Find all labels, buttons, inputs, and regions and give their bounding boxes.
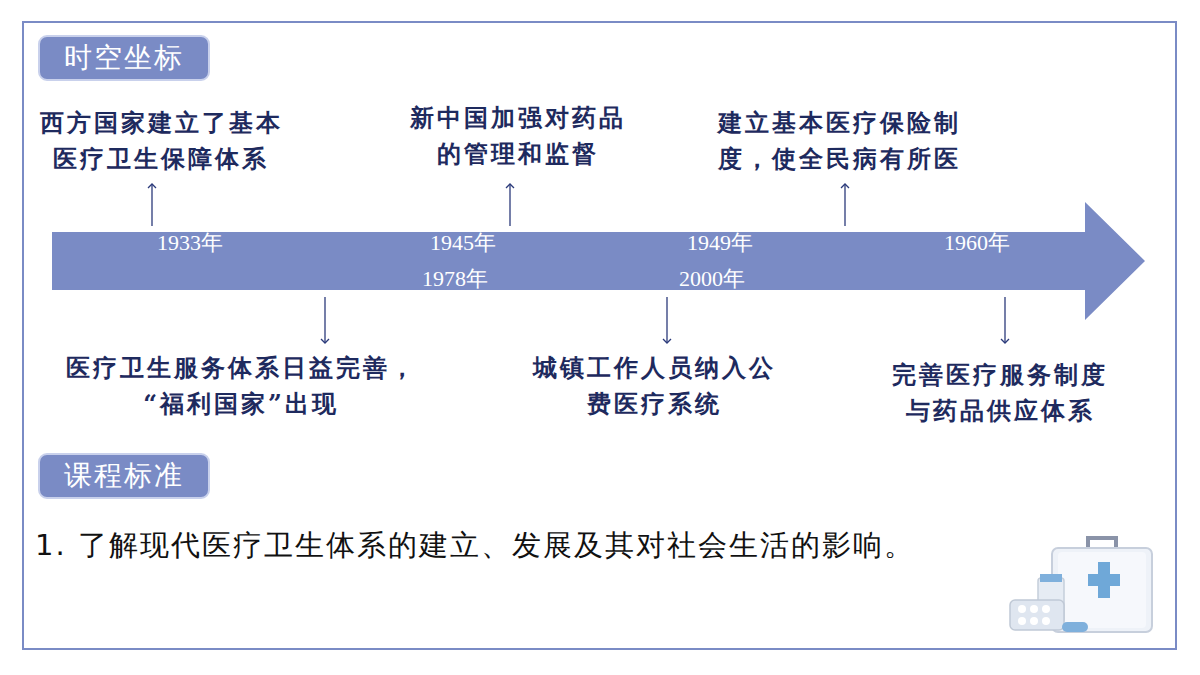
arrow-shape xyxy=(52,202,1145,320)
year-label: 2000年 xyxy=(679,264,745,294)
curriculum-standard: 1. 了解现代医疗卫生体系的建立、发展及其对社会生活的影响。 xyxy=(35,526,915,566)
year-label: 1933年 xyxy=(157,228,223,258)
year-label: 1978年 xyxy=(422,264,488,294)
medical-kit-icon xyxy=(1010,538,1152,632)
event-label: 西方国家建立了基本医疗卫生保障体系 xyxy=(35,105,287,177)
year-label: 1960年 xyxy=(944,228,1010,258)
section-badge: 时空坐标 xyxy=(38,35,210,81)
event-label: 完善医疗服务制度与药品供应体系 xyxy=(886,357,1114,429)
event-label: 城镇工作人员纳入公费医疗系统 xyxy=(528,350,780,422)
frame-border xyxy=(23,22,1176,649)
year-label: 1949年 xyxy=(687,228,753,258)
event-label: 建立基本医疗保险制度，使全民病有所医 xyxy=(713,105,965,177)
timeline-arrow: 1933年 1945年 1978年 1949年 2000年 1960年 xyxy=(52,202,1145,320)
year-label: 1945年 xyxy=(430,228,496,258)
section-heading: 时空坐标 xyxy=(64,39,184,77)
event-label: 新中国加强对药品的管理和监督 xyxy=(404,100,632,172)
event-label: 医疗卫生服务体系日益完善，“福利国家”出现 xyxy=(60,350,422,422)
section-heading: 课程标准 xyxy=(64,457,184,495)
section-badge: 课程标准 xyxy=(38,453,210,499)
